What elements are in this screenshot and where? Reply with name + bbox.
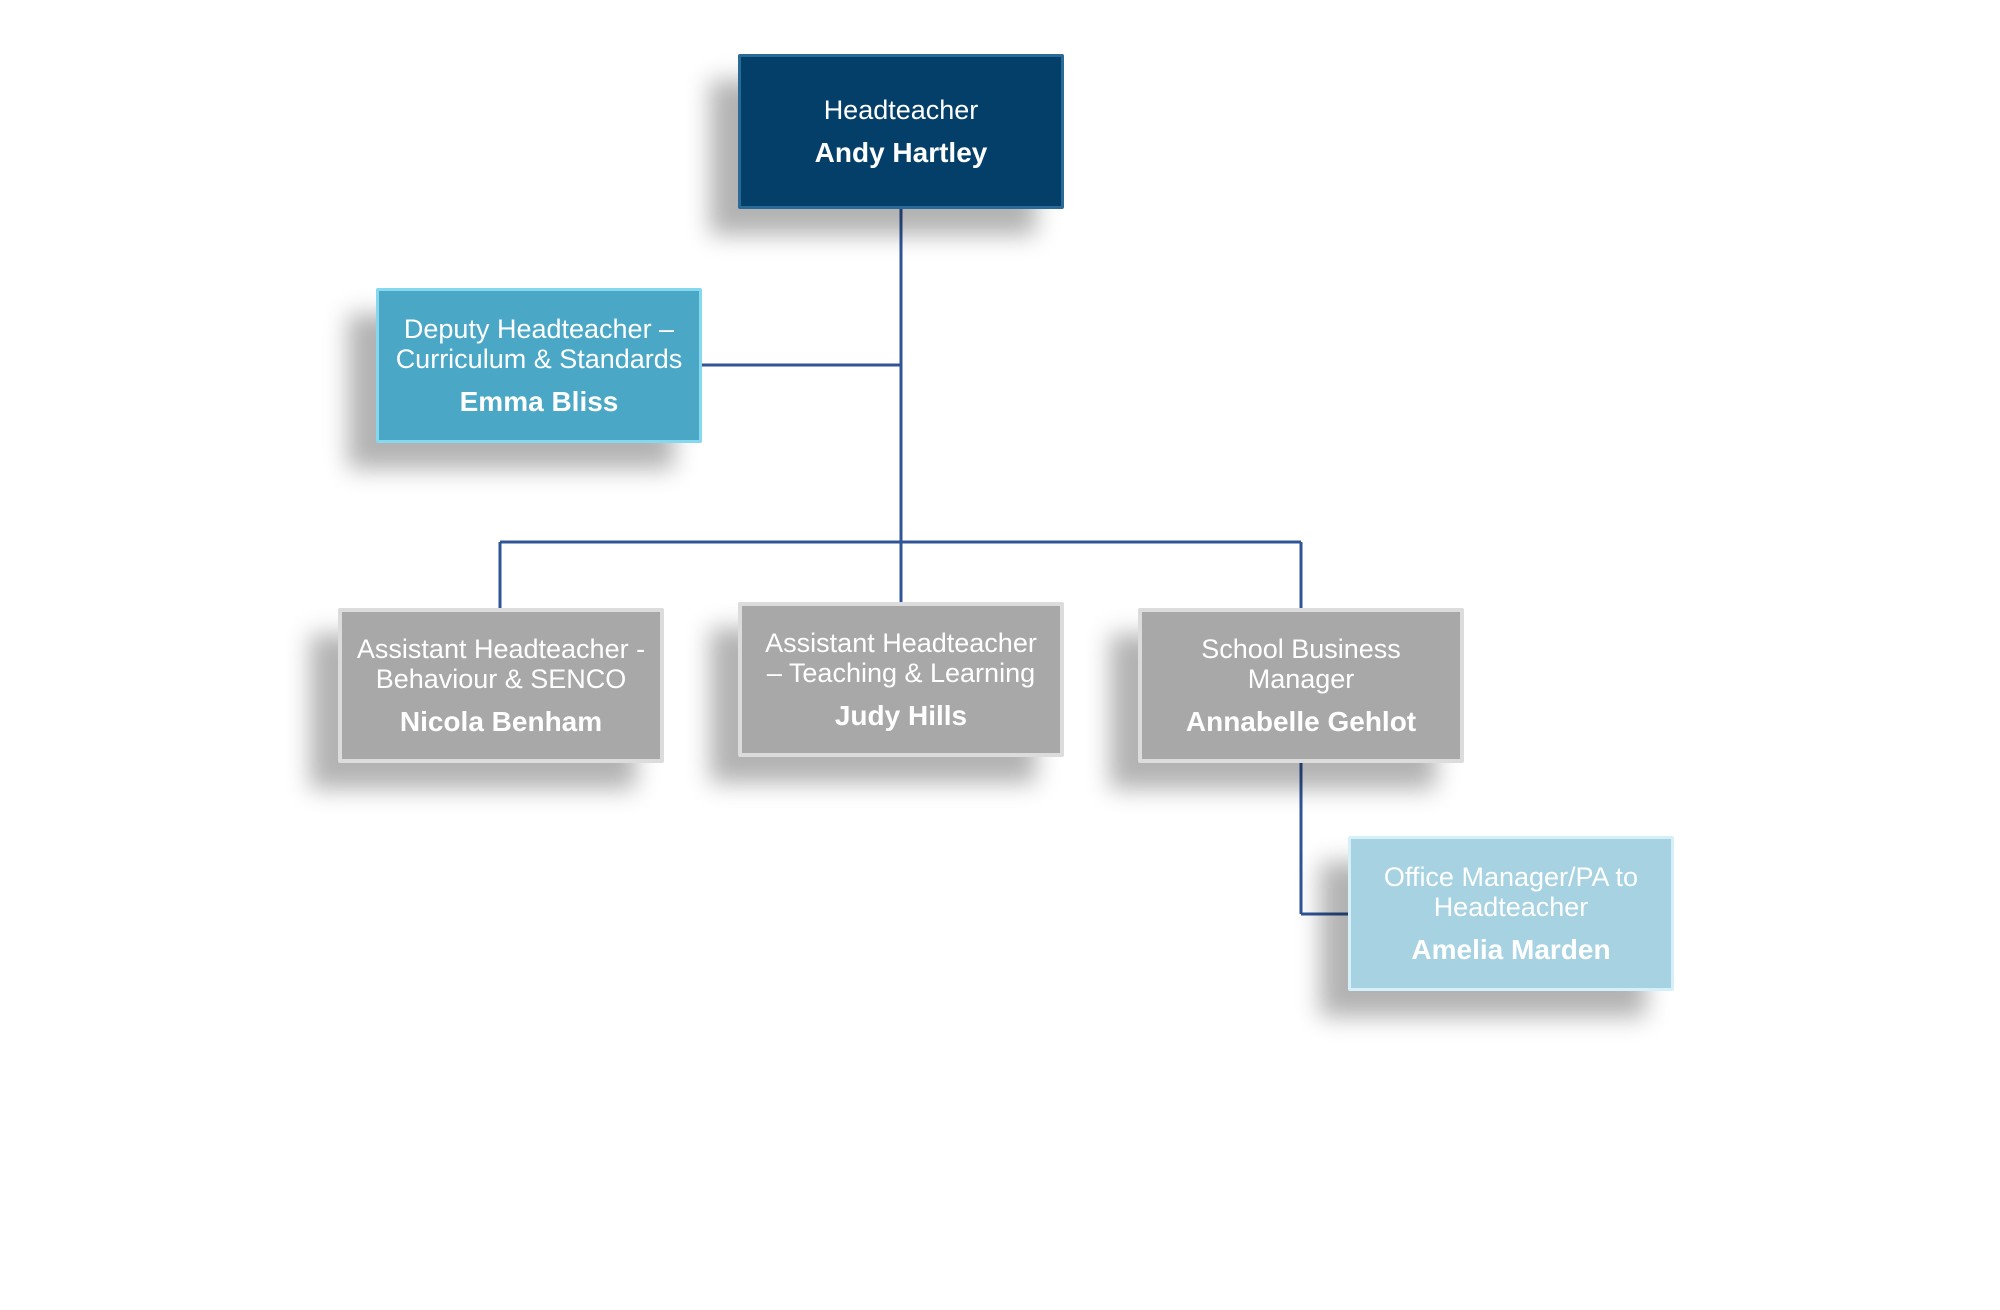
office-manager-role: Office Manager/PA to Headteacher [1383,861,1639,922]
headteacher-name: Andy Hartley [814,136,988,168]
deputy-role: Deputy Headteacher – Curriculum & Standa… [395,313,683,374]
deputy-name: Emma Bliss [459,385,619,417]
assistant-behaviour-role: Assistant Headteacher - Behaviour & SENC… [356,633,646,694]
headteacher-role: Headteacher [823,94,979,125]
deputy-headteacher-box: Deputy Headteacher – Curriculum & Standa… [376,288,702,443]
assistant-headteacher-teaching-box: Assistant Headteacher – Teaching & Learn… [738,602,1064,757]
office-manager-name: Amelia Marden [1411,933,1611,965]
office-manager-box: Office Manager/PA to Headteacher Amelia … [1348,836,1674,991]
headteacher-box: Headteacher Andy Hartley [738,54,1064,209]
business-manager-role: School Business Manager [1201,633,1401,694]
business-manager-name: Annabelle Gehlot [1185,705,1417,737]
assistant-teaching-name: Judy Hills [834,699,968,731]
assistant-teaching-role: Assistant Headteacher – Teaching & Learn… [765,627,1037,688]
school-business-manager-box: School Business Manager Annabelle Gehlot [1138,608,1464,763]
assistant-headteacher-behaviour-box: Assistant Headteacher - Behaviour & SENC… [338,608,664,763]
assistant-behaviour-name: Nicola Benham [399,705,603,737]
